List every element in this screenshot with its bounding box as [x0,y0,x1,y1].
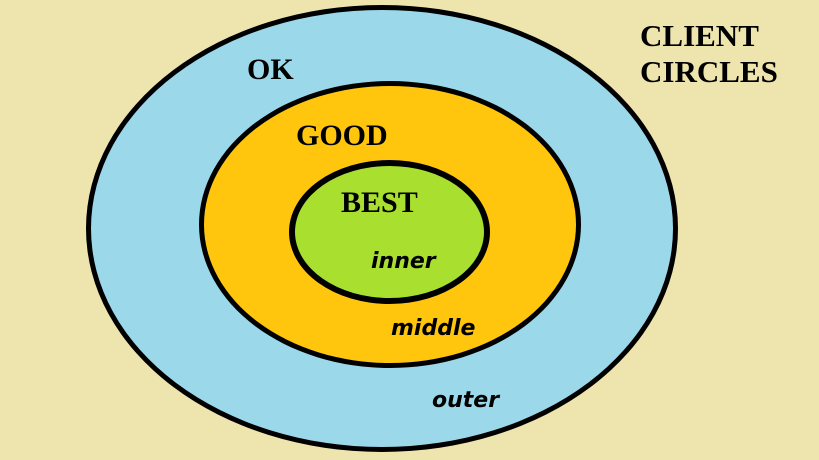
outer-ring-sublabel: outer [432,388,500,413]
diagram-title: CLIENT CIRCLES [640,18,778,90]
middle-ring-label: GOOD [296,119,388,152]
middle-ring-sublabel: middle [391,316,476,341]
inner-ellipse [289,160,490,304]
inner-ring-label: BEST [341,186,418,219]
diagram-title-line2: CIRCLES [640,54,778,89]
diagram-title-line1: CLIENT [640,18,759,53]
inner-ring-sublabel: inner [371,249,436,274]
outer-ring-label: OK [247,53,294,86]
